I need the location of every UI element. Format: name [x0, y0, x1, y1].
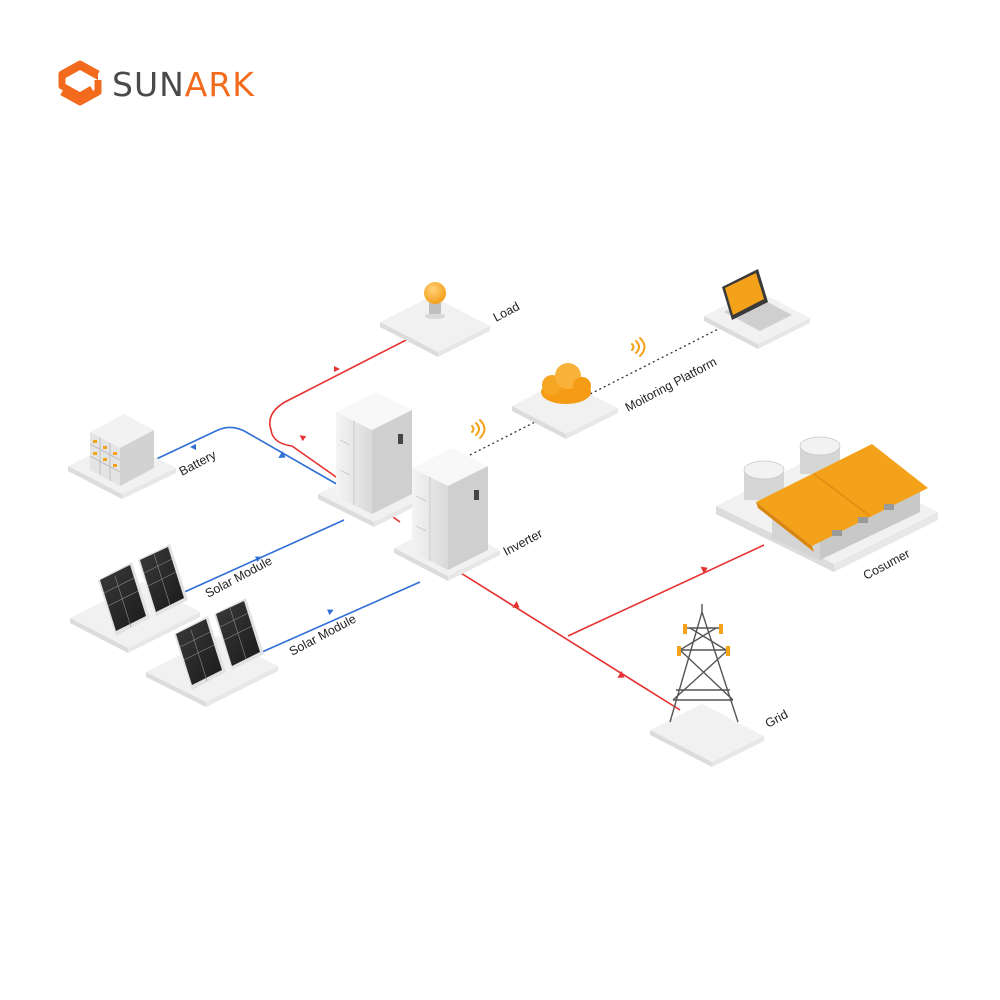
load-node: Load: [380, 282, 522, 357]
brand-name-part1: SUN: [112, 65, 185, 104]
light-bulb-icon: [424, 282, 446, 319]
factory-icon: [743, 436, 928, 560]
grid-node: Grid: [650, 604, 790, 767]
grid-label: Grid: [763, 707, 790, 730]
load-label: Load: [491, 299, 522, 324]
monitoring-label: Moitoring Platform: [623, 355, 719, 415]
transmission-tower-icon: [669, 604, 739, 723]
solar-panel-icon-2: [174, 598, 264, 690]
dc-line-battery: [149, 426, 341, 487]
cloud-icon: [541, 363, 591, 404]
battery-node: Battery: [68, 414, 219, 499]
wifi-signal-icon: [471, 337, 646, 439]
battery-label: Battery: [177, 447, 219, 478]
solar-module-label-2: Solar Module: [287, 612, 359, 659]
svg-text:SUNARK: SUNARK: [112, 65, 255, 104]
insulator-markers: [677, 624, 730, 656]
ac-line-load: [268, 337, 411, 523]
brand-logo: SUNARK: [58, 60, 255, 106]
consumer-node: Cosumer: [716, 436, 938, 583]
laptop-icon: [722, 269, 792, 331]
ac-line-consumer: [567, 544, 765, 637]
inverter-cabinet-icon: [336, 392, 412, 514]
inverter-label: Inverter: [501, 526, 545, 558]
monitoring-node: Moitoring Platform: [471, 269, 810, 439]
solar-panel-icon: [98, 544, 188, 636]
data-link-monitoring: [469, 317, 741, 456]
dc-line-solar-2: [261, 581, 421, 653]
ac-line-grid: [439, 559, 681, 711]
dc-line-solar-1: [179, 519, 345, 595]
battery-rack-icon: [89, 414, 154, 486]
connections: [149, 317, 765, 711]
sunark-logo-icon: [58, 60, 102, 106]
inverter-cabinet-icon-2: [412, 448, 488, 570]
brand-name-part2: ARK: [185, 65, 256, 104]
solar-module-node-2: Solar Module: [146, 598, 358, 707]
inverter-node: Inverter: [318, 392, 545, 581]
solar-module-label-1: Solar Module: [203, 554, 275, 601]
